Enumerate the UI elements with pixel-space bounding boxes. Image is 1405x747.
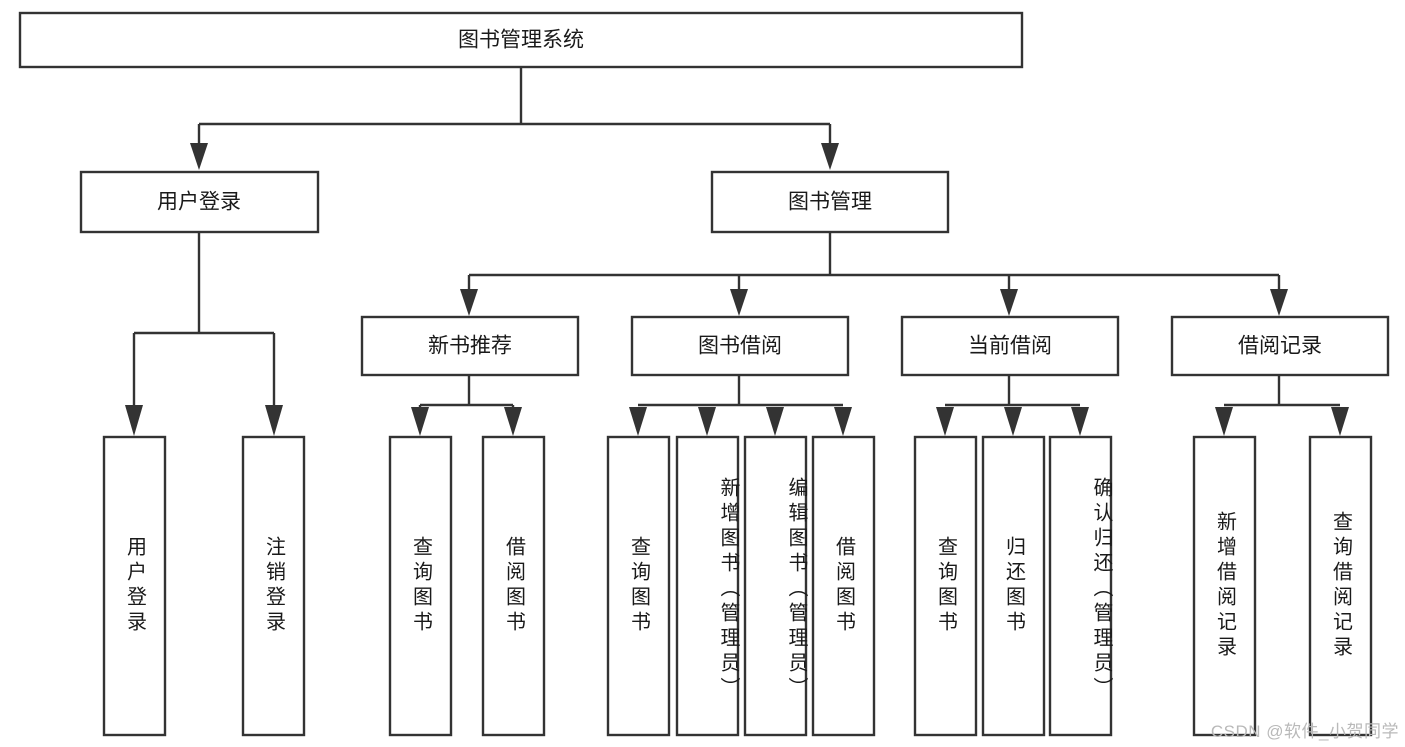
arrow-head-br-leaf1	[1215, 407, 1233, 436]
node-borrow-record-rect[interactable]	[1170, 315, 1390, 377]
node-book-borrow[interactable]: 图书借阅	[630, 315, 850, 377]
node-new-book-rec[interactable]: 新书推荐	[360, 315, 580, 377]
arrow-head-user-login	[190, 143, 208, 170]
arrow-head-borrow-record	[1270, 289, 1288, 316]
arrow-head-cb-leaf1	[936, 407, 954, 436]
connector-group-borrow-record	[1215, 375, 1349, 436]
node-borrow-record-label: 借阅记录	[1238, 335, 1322, 358]
arrow-head-nbr-leaf1	[411, 407, 429, 436]
arrow-head-book-manage	[821, 143, 839, 170]
node-borrow-record[interactable]: 借阅记录	[1170, 315, 1390, 377]
node-root[interactable]: 图书管理系统	[18, 11, 1024, 69]
leaf-box-current-borrow-1[interactable]	[913, 435, 978, 737]
node-book-manage-rect[interactable]	[710, 170, 950, 234]
node-user-login-rect[interactable]	[79, 170, 320, 234]
arrow-head-cb-leaf3	[1071, 407, 1089, 436]
node-current-borrow-rect[interactable]	[900, 315, 1120, 377]
leaf-box-borrow-record-2[interactable]	[1308, 435, 1373, 737]
leaf-box-new-book-rec-2[interactable]	[481, 435, 546, 737]
node-book-manage[interactable]: 图书管理	[710, 170, 950, 234]
arrow-head-leaf-user-login	[125, 405, 143, 436]
leaf-box-user-login-2[interactable]	[241, 435, 306, 737]
connector-group-book-manage	[460, 232, 1288, 316]
arrow-head-bb-leaf3	[766, 407, 784, 436]
leaf-box-book-borrow-4[interactable]	[811, 435, 876, 737]
leaf-box-new-book-rec-1[interactable]	[388, 435, 453, 737]
node-new-book-rec-label: 新书推荐	[428, 335, 512, 358]
node-current-borrow[interactable]: 当前借阅	[900, 315, 1120, 377]
arrow-head-current-borrow	[1000, 289, 1018, 316]
connector-group-book-borrow	[629, 375, 852, 436]
arrow-head-new-book-rec	[460, 289, 478, 316]
leaf-box-user-login-1[interactable]	[102, 435, 167, 737]
node-current-borrow-label: 当前借阅	[968, 335, 1052, 358]
arrow-head-bb-leaf4	[834, 407, 852, 436]
arrow-head-nbr-leaf2	[504, 407, 522, 436]
node-new-book-rec-rect[interactable]	[360, 315, 580, 377]
leaf-box-book-borrow-2[interactable]	[675, 435, 740, 737]
connector-group-current-borrow	[936, 375, 1089, 436]
arrow-head-bb-leaf1	[629, 407, 647, 436]
node-book-manage-label: 图书管理	[788, 191, 872, 214]
arrow-head-cb-leaf2	[1004, 407, 1022, 436]
node-user-login-label: 用户登录	[157, 191, 241, 214]
node-root-label: 图书管理系统	[458, 29, 584, 52]
node-user-login[interactable]: 用户登录	[79, 170, 320, 234]
leaf-box-current-borrow-2[interactable]	[981, 435, 1046, 737]
arrow-head-book-borrow	[730, 289, 748, 316]
leaf-box-current-borrow-3[interactable]	[1048, 435, 1113, 737]
arrow-head-br-leaf2	[1331, 407, 1349, 436]
watermark-text: CSDN @软件_小贺同学	[1210, 722, 1399, 741]
node-book-borrow-label: 图书借阅	[698, 335, 782, 358]
node-root-rect[interactable]	[18, 11, 1024, 69]
connector-group-user-login	[125, 232, 283, 436]
connector-group-root	[190, 67, 839, 170]
arrow-head-leaf-logout	[265, 405, 283, 436]
leaf-box-borrow-record-1[interactable]	[1192, 435, 1257, 737]
connector-group-new-book-rec	[411, 375, 522, 436]
leaf-box-book-borrow-3[interactable]	[743, 435, 808, 737]
leaf-box-book-borrow-1[interactable]	[606, 435, 671, 737]
arrow-head-bb-leaf2	[698, 407, 716, 436]
node-book-borrow-rect[interactable]	[630, 315, 850, 377]
